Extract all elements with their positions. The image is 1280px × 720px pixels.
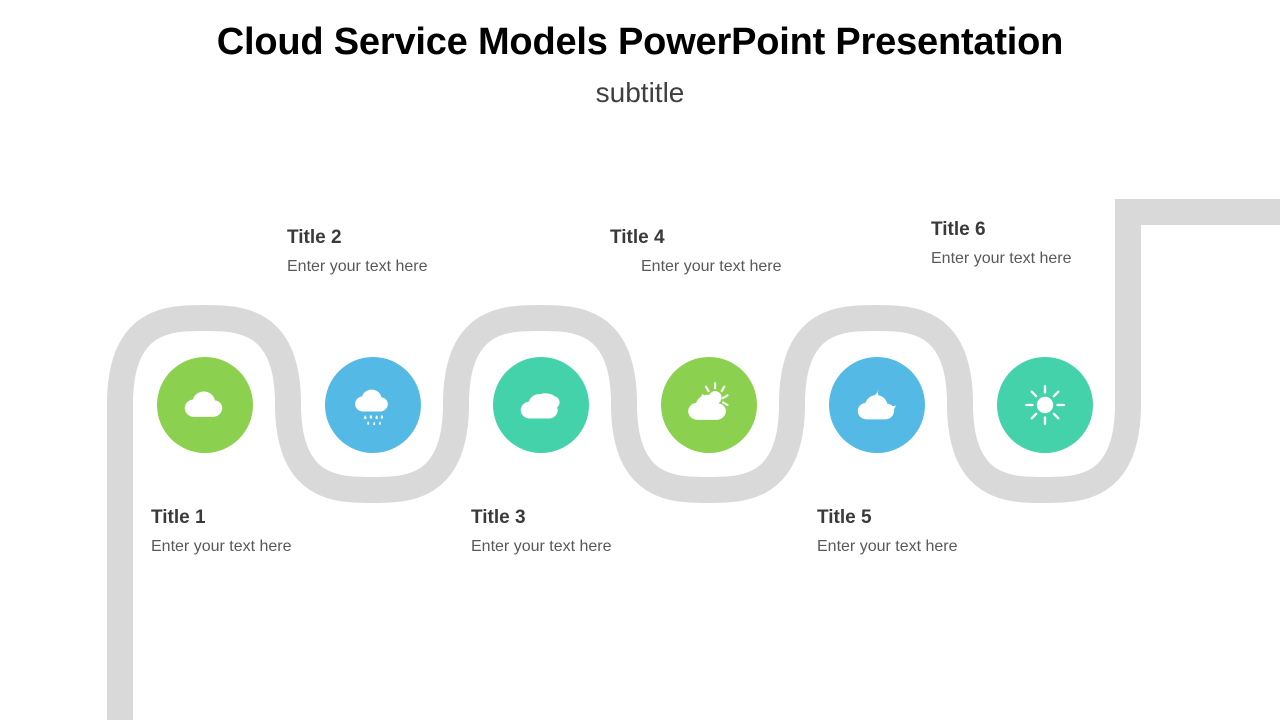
caption-1: Title 1 Enter your text here	[151, 507, 411, 556]
milestone-node-6[interactable]	[997, 357, 1093, 453]
title-block: Cloud Service Models PowerPoint Presenta…	[0, 21, 1280, 109]
milestone-node-4[interactable]	[661, 357, 757, 453]
caption-4: Title 4 Enter your text here	[610, 227, 870, 276]
caption-body: Enter your text here	[931, 249, 1072, 267]
moon-cloud-icon	[857, 389, 896, 420]
cloud-rain-icon	[355, 389, 388, 426]
caption-title: Title 2	[287, 227, 342, 248]
caption-body: Enter your text here	[287, 257, 428, 275]
caption-title: Title 1	[151, 507, 206, 528]
caption-title: Title 4	[610, 227, 665, 248]
milestone-node-1[interactable]	[157, 357, 253, 453]
caption-6: Title 6 Enter your text here	[931, 219, 1191, 268]
caption-body: Enter your text here	[151, 537, 292, 555]
page-title: Cloud Service Models PowerPoint Presenta…	[216, 21, 1064, 63]
caption-body: Enter your text here	[471, 537, 612, 555]
milestone-node-5[interactable]	[829, 357, 925, 453]
cloud-icon	[184, 391, 223, 417]
sun-icon	[1025, 385, 1065, 425]
milestone-node-3[interactable]	[493, 357, 589, 453]
caption-2: Title 2 Enter your text here	[287, 227, 547, 276]
caption-3: Title 3 Enter your text here	[471, 507, 731, 556]
caption-title: Title 5	[817, 507, 872, 528]
caption-body: Enter your text here	[641, 257, 782, 275]
sun-cloud-icon	[688, 382, 729, 420]
page-subtitle: subtitle	[595, 76, 685, 108]
caption-title: Title 6	[931, 219, 986, 240]
caption-title: Title 3	[471, 507, 526, 528]
milestone-node-2[interactable]	[325, 357, 421, 453]
clouds-icon	[520, 393, 560, 419]
caption-body: Enter your text here	[817, 537, 958, 555]
caption-5: Title 5 Enter your text here	[817, 507, 1077, 556]
